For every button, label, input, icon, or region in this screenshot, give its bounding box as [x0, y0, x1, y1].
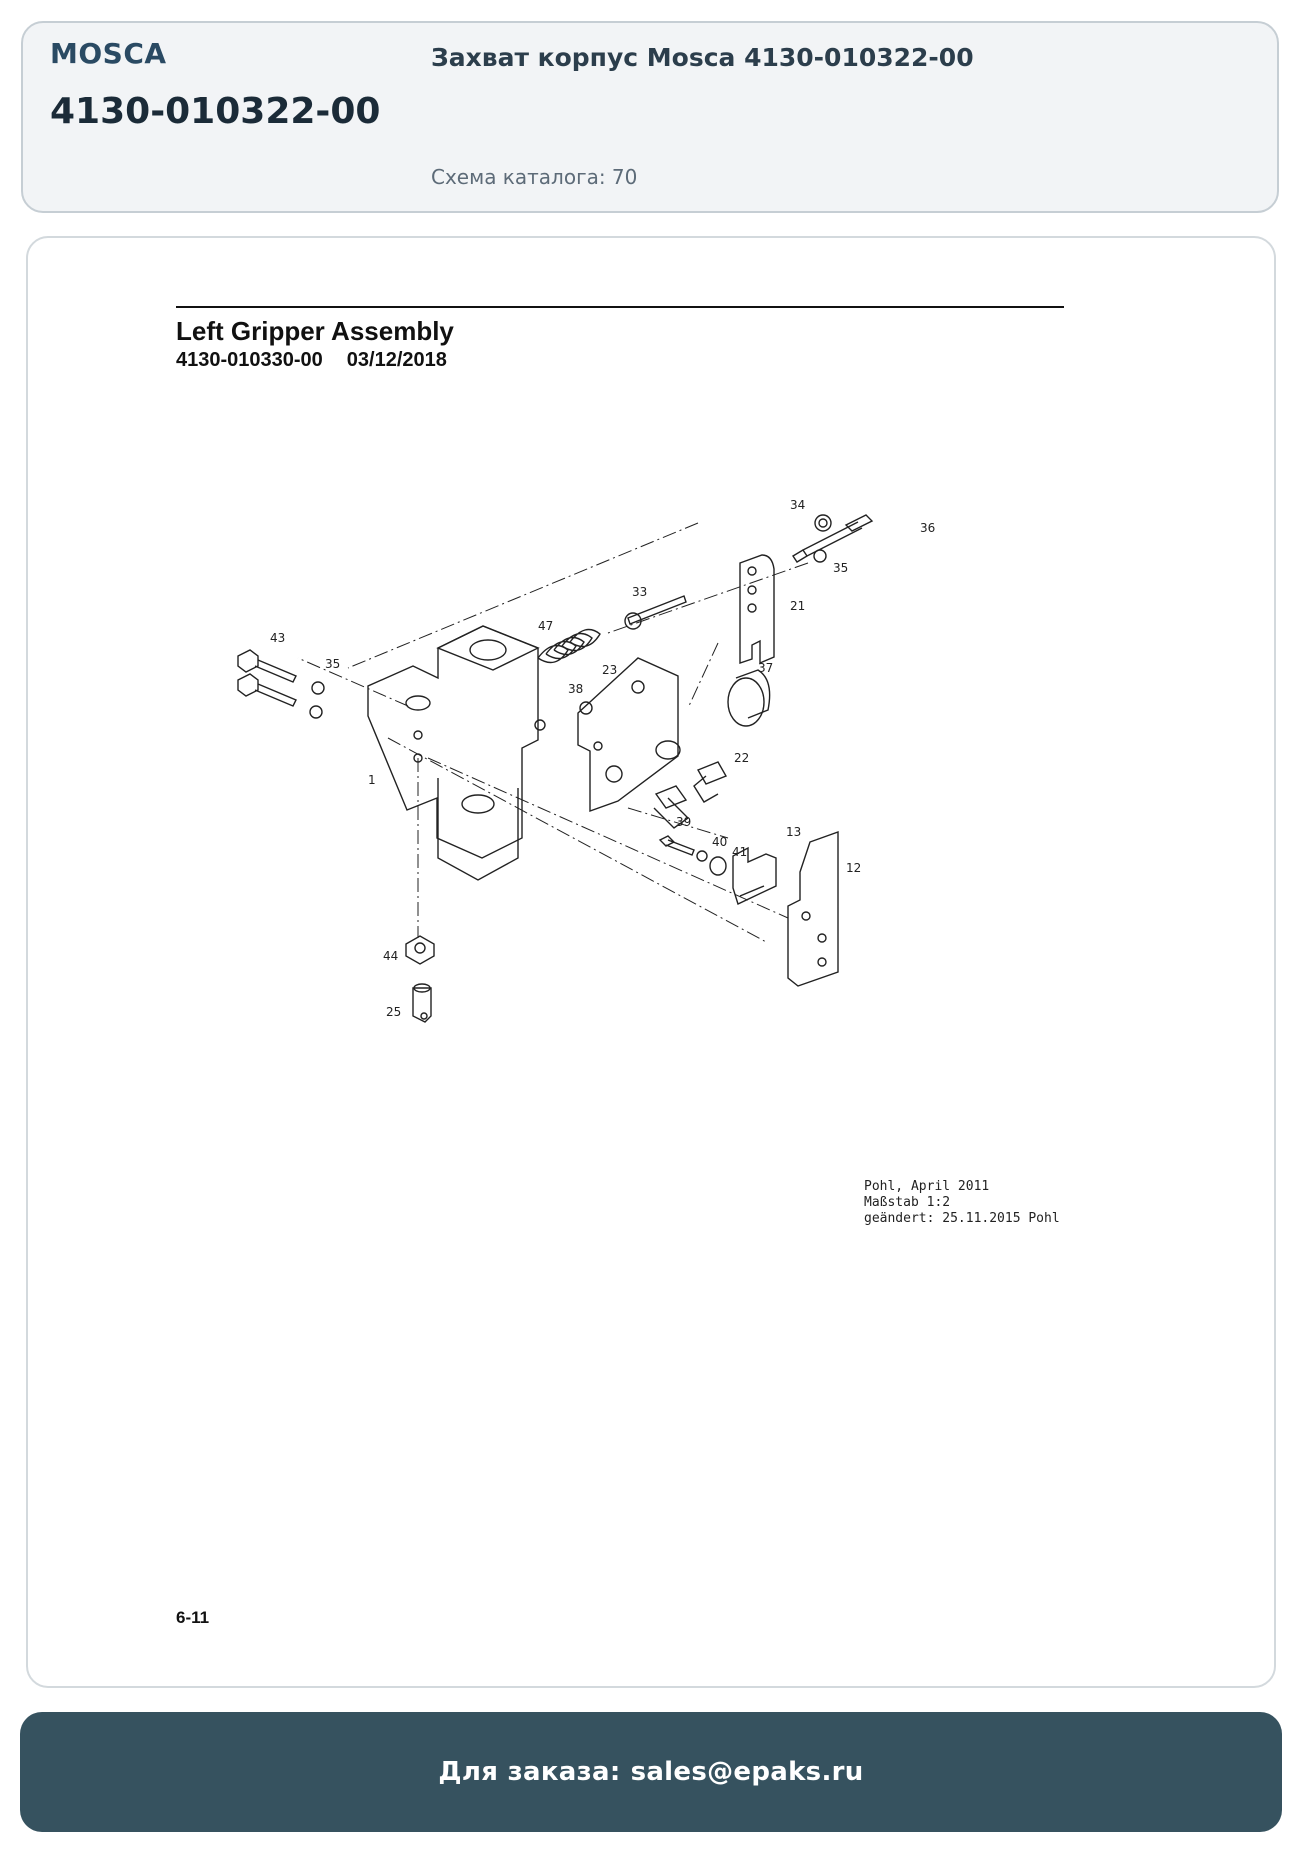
stamp-author: Pohl, April 2011	[864, 1179, 990, 1194]
callout-34: 34	[790, 498, 805, 512]
stamp-revision: geändert: 25.11.2015 Pohl	[864, 1211, 1060, 1226]
callout-40: 40	[712, 835, 727, 849]
callout-38: 38	[568, 682, 583, 696]
callout-23: 23	[602, 663, 617, 677]
catalog-drawing-sheet: Left Gripper Assembly 4130-010330-00 03/1…	[26, 236, 1276, 1688]
sheet-doc-number: 4130-010330-00	[176, 349, 323, 371]
callout-21: 21	[790, 599, 805, 613]
callout-41: 41	[732, 845, 747, 859]
part-number: 4130-010322-00	[50, 91, 381, 132]
sheet-subtitle: 4130-010330-00 03/12/2018	[176, 349, 471, 372]
brand-name: MOSCA	[50, 37, 167, 70]
callout-1: 1	[368, 773, 376, 787]
sheet-page-number: 6-11	[176, 1608, 210, 1627]
order-footer: Для заказа: sales@epaks.ru	[20, 1712, 1282, 1832]
callout-12: 12	[846, 861, 861, 875]
callout-44: 44	[383, 949, 398, 963]
sheet-date: 03/12/2018	[346, 349, 447, 371]
drawing-stamp: Pohl, April 2011 Maßstab 1:2 geändert: 2…	[864, 1179, 1060, 1227]
callout-35-top: 35	[833, 561, 848, 575]
callout-47: 47	[538, 619, 553, 633]
order-label: Для заказа:	[438, 1757, 621, 1787]
callout-25: 25	[386, 1005, 401, 1019]
sheet-top-rule	[176, 306, 1064, 308]
order-contact: Для заказа: sales@epaks.ru	[438, 1757, 863, 1787]
sheet-title: Left Gripper Assembly	[176, 316, 454, 346]
callout-35-left: 35	[325, 657, 340, 671]
order-email-link[interactable]: sales@epaks.ru	[630, 1757, 864, 1787]
callout-37: 37	[758, 661, 773, 675]
callout-33: 33	[632, 585, 647, 599]
catalog-scheme: Схема каталога: 70	[431, 165, 638, 189]
product-header: MOSCA 4130-010322-00 Захват корпус Mosca…	[21, 21, 1279, 213]
callout-36: 36	[920, 521, 935, 535]
callout-39: 39	[676, 815, 691, 829]
stamp-scale: Maßstab 1:2	[864, 1195, 951, 1210]
callout-43: 43	[270, 631, 285, 645]
callout-13: 13	[786, 825, 801, 839]
exploded-assembly-drawing: 34 36 35 33 21 47 43 35 23 37 38 22 1 39…	[237, 498, 935, 1023]
product-title: Захват корпус Mosca 4130-010322-00	[431, 43, 974, 72]
callout-22: 22	[734, 751, 749, 765]
